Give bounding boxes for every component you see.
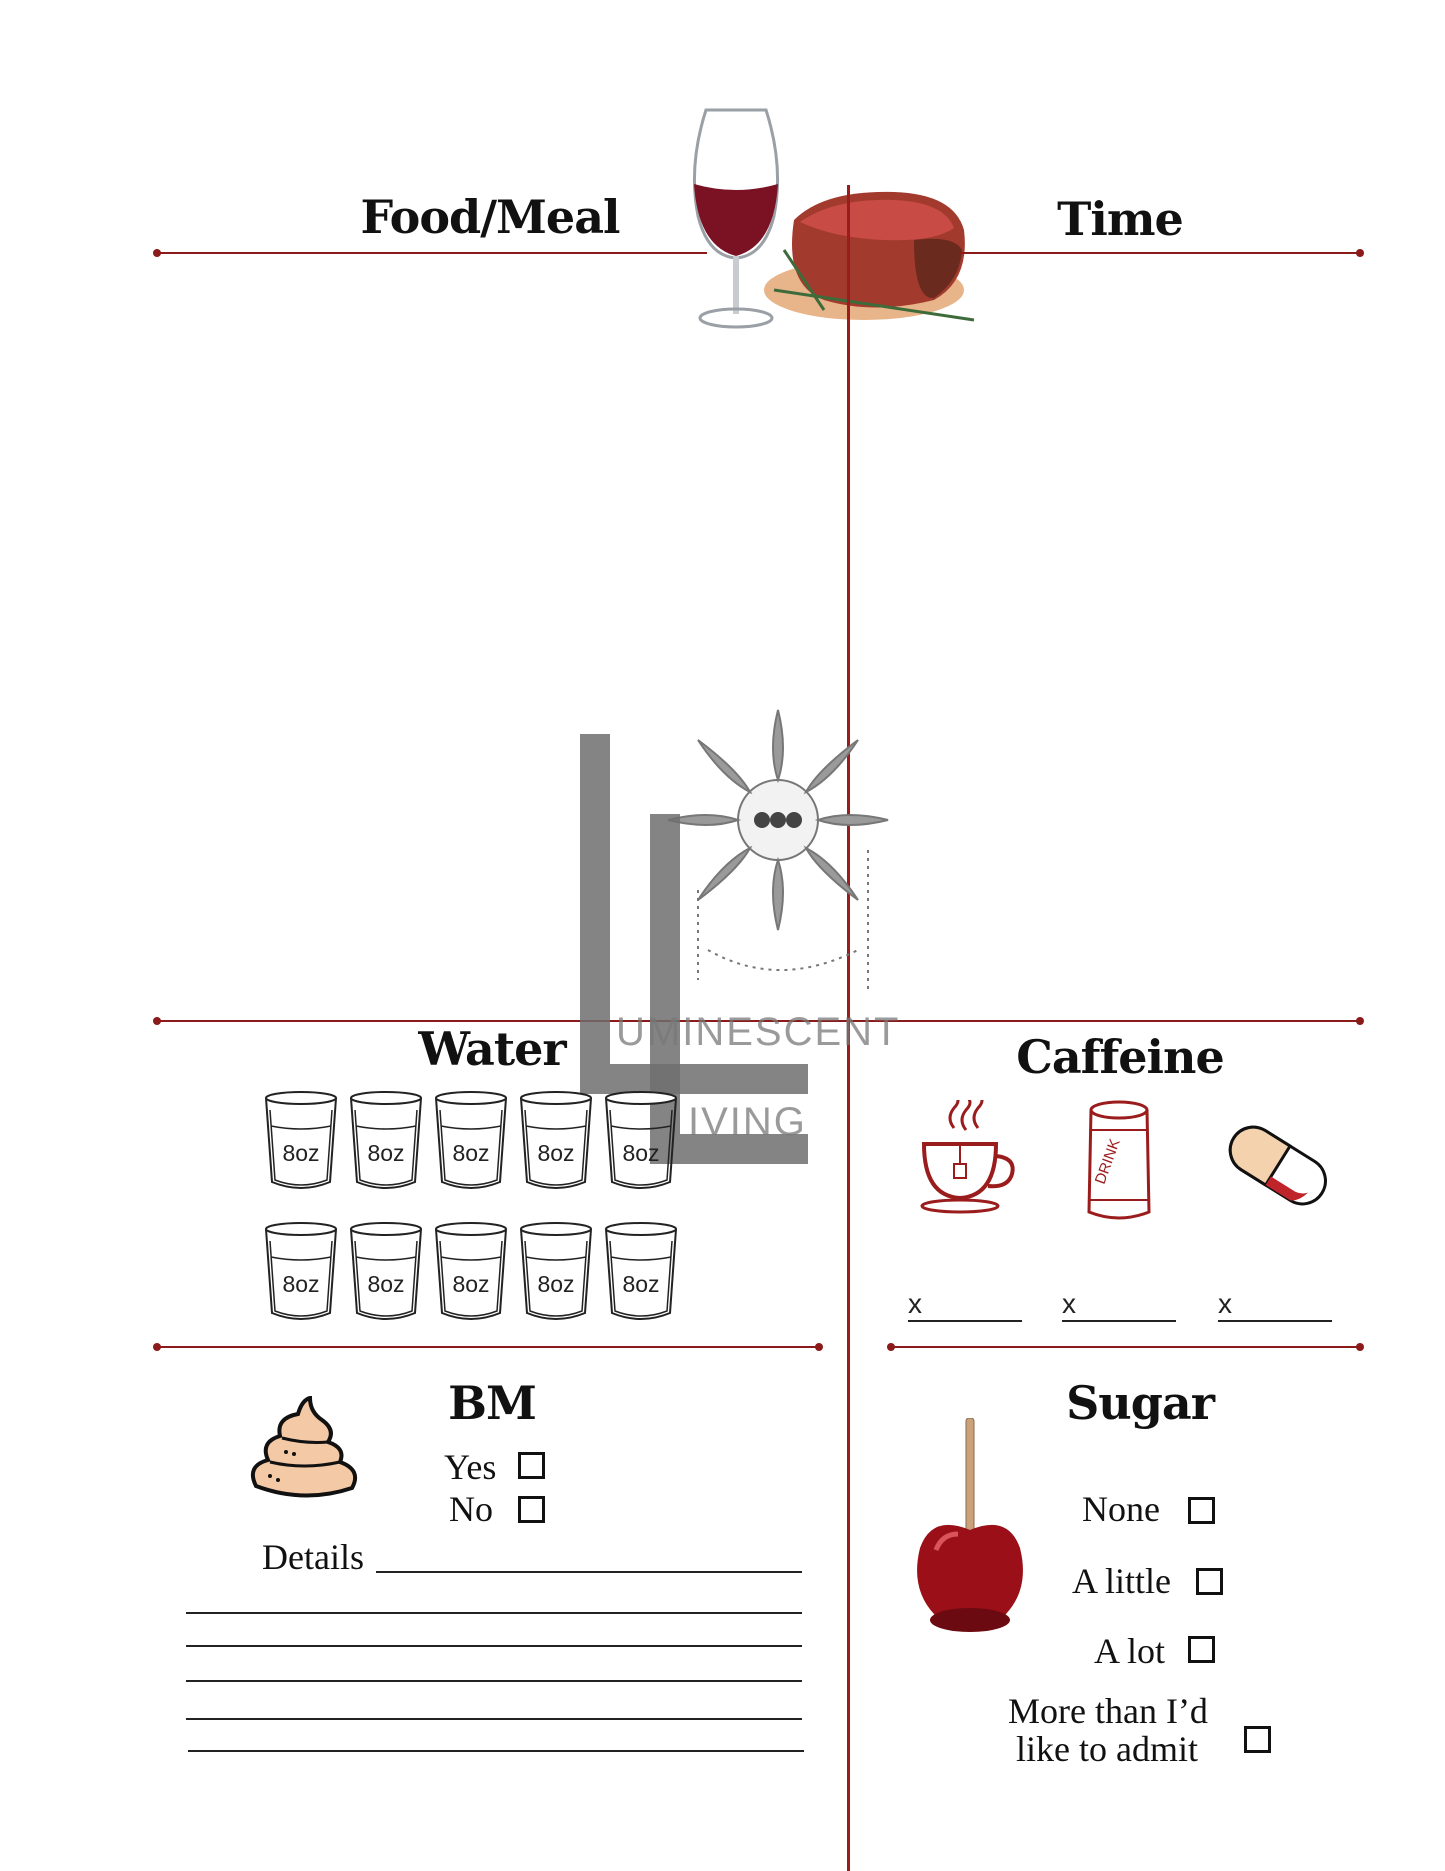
details-line[interactable] (186, 1612, 802, 1614)
sugar-none-checkbox[interactable] (1188, 1497, 1215, 1524)
middle-divider (157, 1020, 1360, 1022)
glass-icon (350, 1091, 422, 1189)
food-meal-heading: Food/Meal (360, 190, 621, 244)
tea-count-mark: x (908, 1288, 922, 1319)
can-count-line[interactable] (1062, 1320, 1176, 1322)
details-line[interactable] (188, 1750, 804, 1752)
glass-label: 8oz (367, 1271, 405, 1297)
drink-can-icon: DRINK (1087, 1100, 1151, 1220)
sugar-more-checkbox[interactable] (1244, 1726, 1271, 1753)
water-heading: Water (418, 1022, 566, 1076)
pill-count-mark: x (1218, 1288, 1232, 1319)
glass-icon (435, 1222, 507, 1320)
glass-label: 8oz (622, 1140, 660, 1166)
sugar-none-label: None (1082, 1489, 1160, 1529)
glass-icon (435, 1091, 507, 1189)
water-bottom-divider (157, 1346, 817, 1348)
water-glass[interactable]: 8oz (349, 1090, 423, 1192)
line-end-dot (1356, 249, 1364, 257)
water-glass[interactable]: 8oz (264, 1221, 338, 1323)
caffeine-heading: Caffeine (1016, 1030, 1224, 1084)
glass-label: 8oz (452, 1140, 490, 1166)
glass-icon (265, 1222, 337, 1320)
glass-label: 8oz (367, 1140, 405, 1166)
details-line[interactable] (186, 1680, 802, 1682)
bm-yes-label: Yes (444, 1447, 497, 1487)
water-glass[interactable]: 8oz (434, 1221, 508, 1323)
water-glass[interactable]: 8oz (604, 1221, 678, 1323)
sugar-more-label-line2: like to admit (1016, 1729, 1198, 1769)
food-meal-underline (157, 252, 707, 254)
glass-label: 8oz (282, 1140, 320, 1166)
sugar-a-little-label: A little (1072, 1561, 1171, 1601)
watermark-logo: UMINESCENT IVING (578, 700, 908, 1170)
tea-cup-icon (920, 1100, 1015, 1214)
details-line[interactable] (186, 1645, 802, 1647)
center-divider (847, 185, 850, 1871)
time-underline (960, 252, 1360, 254)
glass-label: 8oz (282, 1271, 320, 1297)
bm-heading: BM (448, 1376, 537, 1430)
sugar-a-little-checkbox[interactable] (1196, 1568, 1223, 1595)
glass-label: 8oz (622, 1271, 660, 1297)
details-label: Details (262, 1537, 364, 1577)
water-glasses-grid: 8oz 8oz 8oz 8oz 8oz 8oz 8oz 8oz 8oz 8oz (264, 1090, 684, 1330)
glass-icon (605, 1091, 677, 1189)
details-line[interactable] (376, 1571, 802, 1573)
line-end-dot (1356, 1017, 1364, 1025)
watermark-line2: IVING (688, 1100, 807, 1144)
bm-no-label: No (449, 1489, 493, 1529)
glass-icon (265, 1091, 337, 1189)
can-count-mark: x (1062, 1288, 1076, 1319)
wine-glass-icon (692, 108, 780, 329)
candy-apple-icon (917, 1418, 1023, 1632)
water-glass[interactable]: 8oz (434, 1090, 508, 1192)
line-end-dot (815, 1343, 823, 1351)
letter-l-mark (580, 734, 808, 1164)
time-heading: Time (1057, 192, 1184, 246)
steak-icon (764, 191, 975, 322)
glass-label: 8oz (452, 1271, 490, 1297)
water-glass[interactable]: 8oz (604, 1090, 678, 1192)
glass-icon (605, 1222, 677, 1320)
pill-icon (1228, 1125, 1327, 1206)
line-end-dot (1356, 1343, 1364, 1351)
water-glass[interactable]: 8oz (349, 1221, 423, 1323)
bm-yes-checkbox[interactable] (518, 1452, 545, 1479)
sun-moon-icon (668, 709, 889, 990)
pill-count-line[interactable] (1218, 1320, 1332, 1322)
can-text: DRINK (1092, 1137, 1124, 1187)
water-glass[interactable]: 8oz (264, 1090, 338, 1192)
sugar-heading: Sugar (1066, 1376, 1215, 1430)
sugar-more-label-line1: More than I’d (1008, 1691, 1208, 1731)
glass-icon (520, 1091, 592, 1189)
bm-no-checkbox[interactable] (518, 1496, 545, 1523)
tea-count-line[interactable] (908, 1320, 1022, 1322)
poop-icon (251, 1396, 357, 1498)
glass-icon (350, 1222, 422, 1320)
glass-label: 8oz (537, 1271, 575, 1297)
caffeine-bottom-divider (891, 1346, 1360, 1348)
glass-icon (520, 1222, 592, 1320)
watermark-line1: UMINESCENT (616, 1010, 901, 1054)
details-line[interactable] (186, 1718, 802, 1720)
sugar-a-lot-label: A lot (1094, 1631, 1166, 1671)
water-glass[interactable]: 8oz (519, 1090, 593, 1192)
glass-label: 8oz (537, 1140, 575, 1166)
water-glass[interactable]: 8oz (519, 1221, 593, 1323)
sugar-a-lot-checkbox[interactable] (1188, 1636, 1215, 1663)
